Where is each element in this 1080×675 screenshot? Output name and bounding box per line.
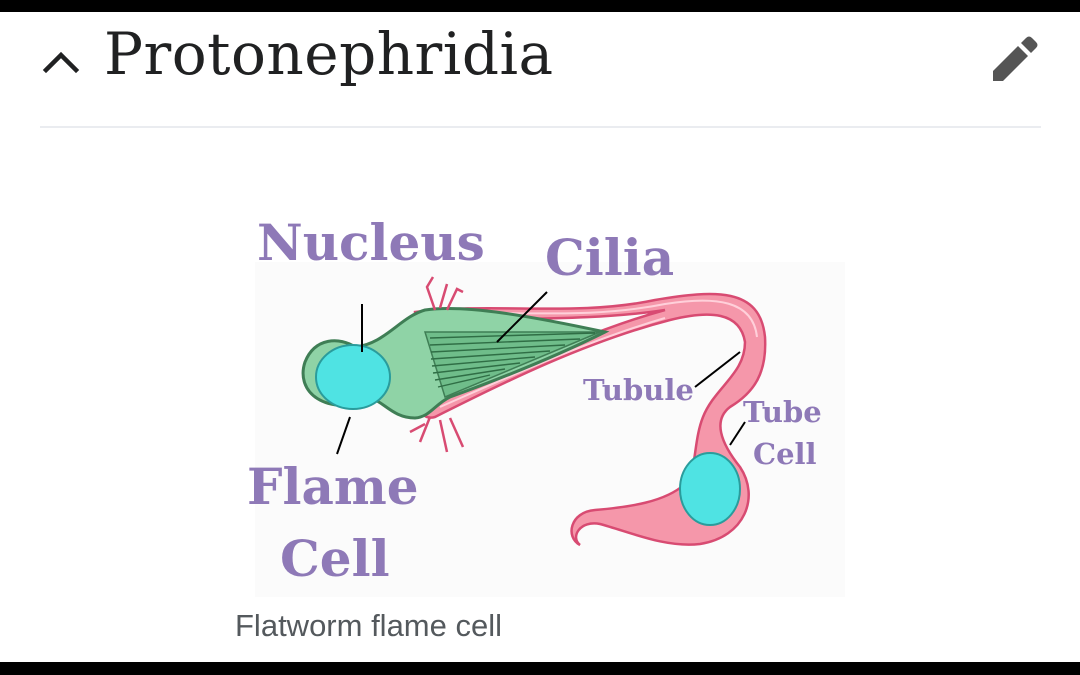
- flame-cell-nucleus: [315, 344, 391, 410]
- pencil-icon[interactable]: [986, 32, 1042, 88]
- figure: Nucleus Cilia Tubule Tube Cell Flame Cel…: [235, 192, 845, 602]
- section-divider: [40, 126, 1041, 128]
- flame-cell-diagram: Nucleus Cilia Tubule Tube Cell Flame Cel…: [247, 213, 845, 597]
- figure-caption: Flatworm flame cell: [235, 608, 502, 643]
- section-title: Protonephridia: [104, 20, 554, 88]
- article-page: Protonephridia: [0, 12, 1080, 662]
- label-flame: Flame: [247, 457, 419, 516]
- tube-cell-nucleus: [679, 452, 741, 526]
- label-cilia: Cilia: [545, 228, 674, 287]
- label-tube: Tube: [743, 395, 822, 429]
- cell-processes: [409, 276, 465, 453]
- chevron-up-icon[interactable]: [40, 42, 82, 84]
- section-header[interactable]: Protonephridia: [0, 12, 1080, 127]
- label-tube-cell: Cell: [753, 437, 817, 471]
- label-nucleus: Nucleus: [257, 213, 485, 272]
- label-tubule: Tubule: [583, 373, 694, 407]
- leader-lines: [336, 291, 746, 455]
- label-flame-cell: Cell: [280, 529, 390, 588]
